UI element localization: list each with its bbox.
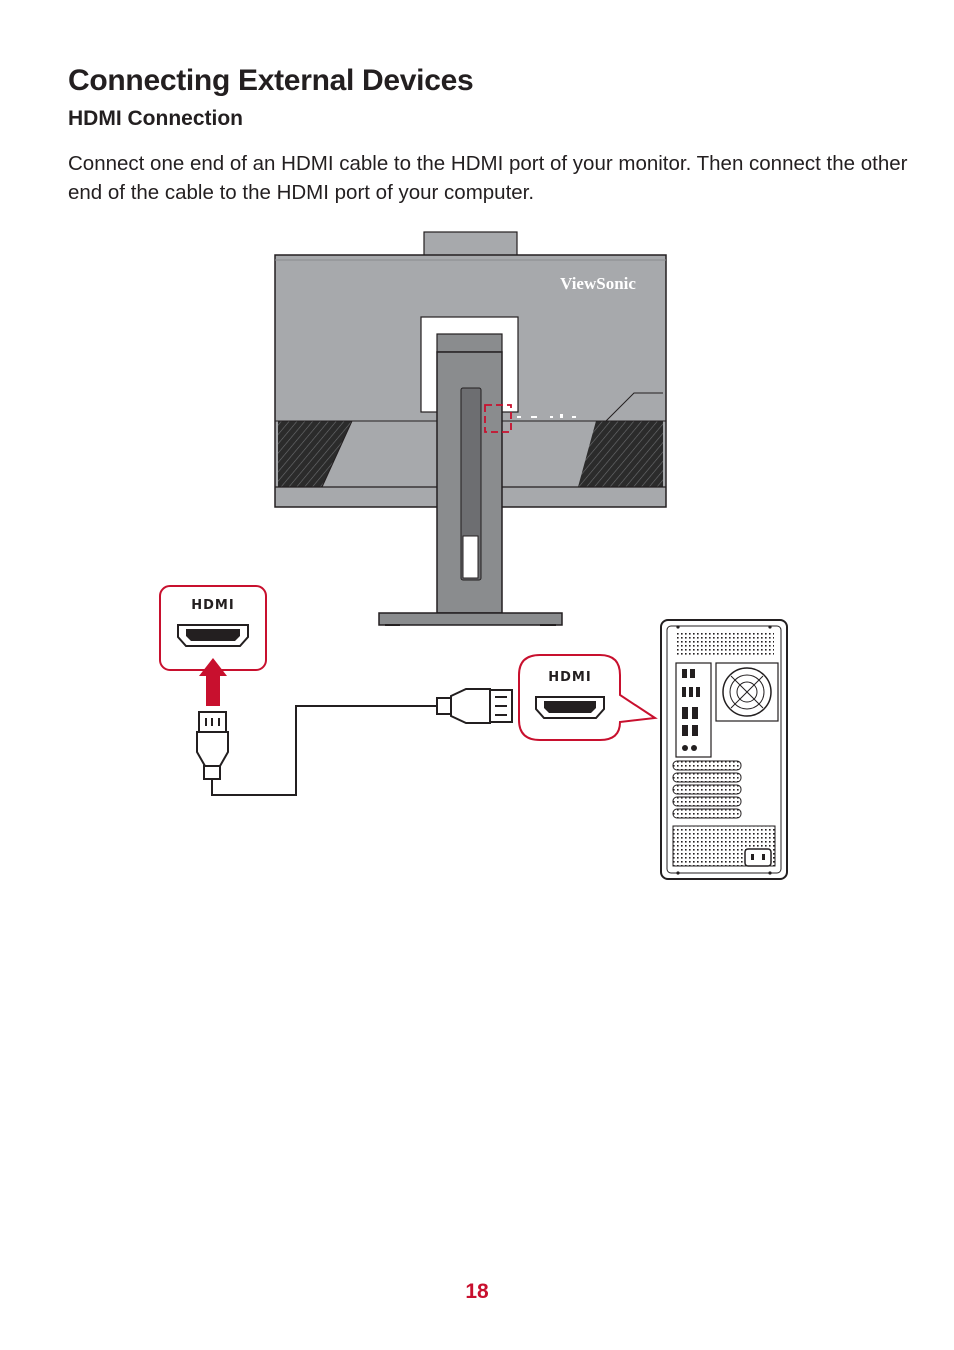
power-socket bbox=[744, 848, 772, 867]
hdmi-port-highlight bbox=[484, 404, 512, 433]
stand-column-groove bbox=[460, 387, 482, 581]
instruction-paragraph: Connect one end of an HDMI cable to the … bbox=[68, 152, 908, 204]
top-vent-grille bbox=[676, 632, 774, 656]
computer-rear-view bbox=[660, 619, 788, 880]
monitor-rear-view: ViewSonic bbox=[274, 231, 667, 626]
page-title: Connecting External Devices bbox=[68, 64, 474, 97]
section-heading: HDMI Connection bbox=[68, 107, 243, 130]
cable-management-clip bbox=[462, 535, 479, 579]
monitor-vent-left bbox=[278, 421, 352, 487]
hdmi-cable bbox=[196, 688, 513, 796]
monitor-hdmi-callout: HDMI bbox=[159, 585, 267, 671]
monitor-brand-logo: ViewSonic bbox=[560, 274, 636, 293]
port-indicators bbox=[517, 414, 576, 418]
page-number: 18 bbox=[465, 1280, 489, 1303]
hdmi-plug-computer-end bbox=[436, 697, 452, 715]
hdmi-logo: HDMI bbox=[191, 598, 234, 613]
hdmi-logo: HDMI bbox=[548, 670, 591, 685]
computer-hdmi-callout: HDMI bbox=[518, 654, 658, 741]
insert-arrow-icon bbox=[199, 658, 227, 706]
monitor-vent-right bbox=[578, 421, 663, 487]
stand-neck-top bbox=[436, 333, 503, 353]
expansion-slots bbox=[672, 760, 742, 819]
hdmi-connection-diagram: ViewSonic HDMI bbox=[159, 231, 788, 880]
stand-base bbox=[378, 612, 563, 626]
io-ports bbox=[682, 669, 700, 751]
monitor-top-bracket bbox=[423, 231, 518, 257]
